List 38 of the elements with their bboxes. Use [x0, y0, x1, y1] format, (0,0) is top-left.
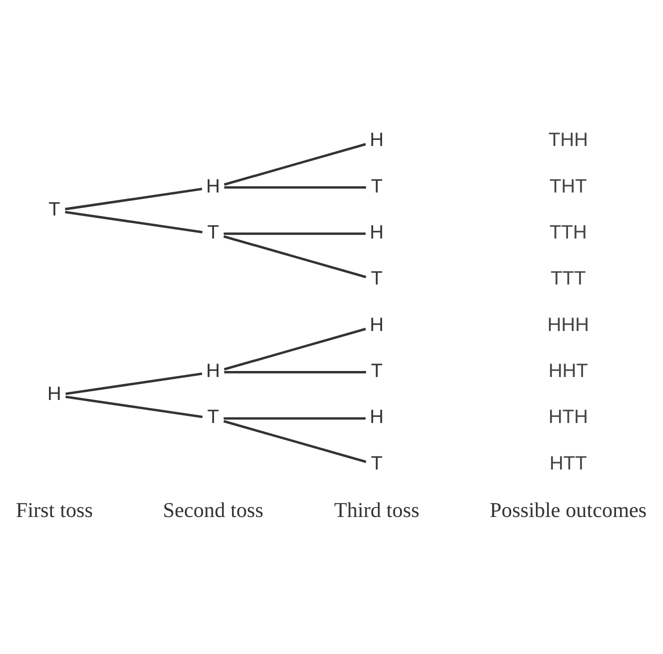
node-text: T	[370, 268, 383, 290]
node-text: T	[370, 176, 383, 198]
connector	[224, 417, 366, 420]
node-text: H	[206, 361, 220, 382]
label: Possible outcomes	[490, 498, 647, 522]
label: HTT	[550, 453, 587, 474]
connector	[224, 328, 366, 370]
connector	[65, 396, 203, 418]
connector	[224, 186, 366, 189]
node-text: H	[370, 314, 384, 336]
label: TTT	[550, 268, 586, 290]
connector	[65, 372, 202, 395]
node-text: T	[48, 199, 60, 220]
label: First toss	[16, 498, 93, 522]
node-text: H	[206, 176, 220, 198]
connector	[223, 235, 366, 278]
connector	[64, 188, 202, 210]
node-text: T	[370, 361, 383, 382]
label: THT	[550, 176, 587, 198]
label: TTH	[550, 222, 587, 244]
connector	[224, 143, 366, 186]
label: HHH	[547, 314, 590, 336]
connector	[224, 371, 366, 374]
connector	[64, 210, 203, 234]
label: HTH	[548, 407, 588, 428]
node-text: T	[370, 453, 383, 474]
node-text: T	[207, 407, 220, 428]
node-text: H	[370, 222, 384, 244]
node-text: T	[207, 222, 220, 244]
label: Third toss	[334, 498, 420, 522]
label: THH	[548, 130, 588, 152]
node-text: H	[47, 384, 62, 406]
node-text: H	[370, 407, 384, 428]
connector	[223, 420, 366, 463]
label: HHT	[548, 361, 588, 382]
connector	[224, 232, 366, 235]
label: Second toss	[162, 498, 264, 522]
node-text: H	[370, 130, 384, 152]
